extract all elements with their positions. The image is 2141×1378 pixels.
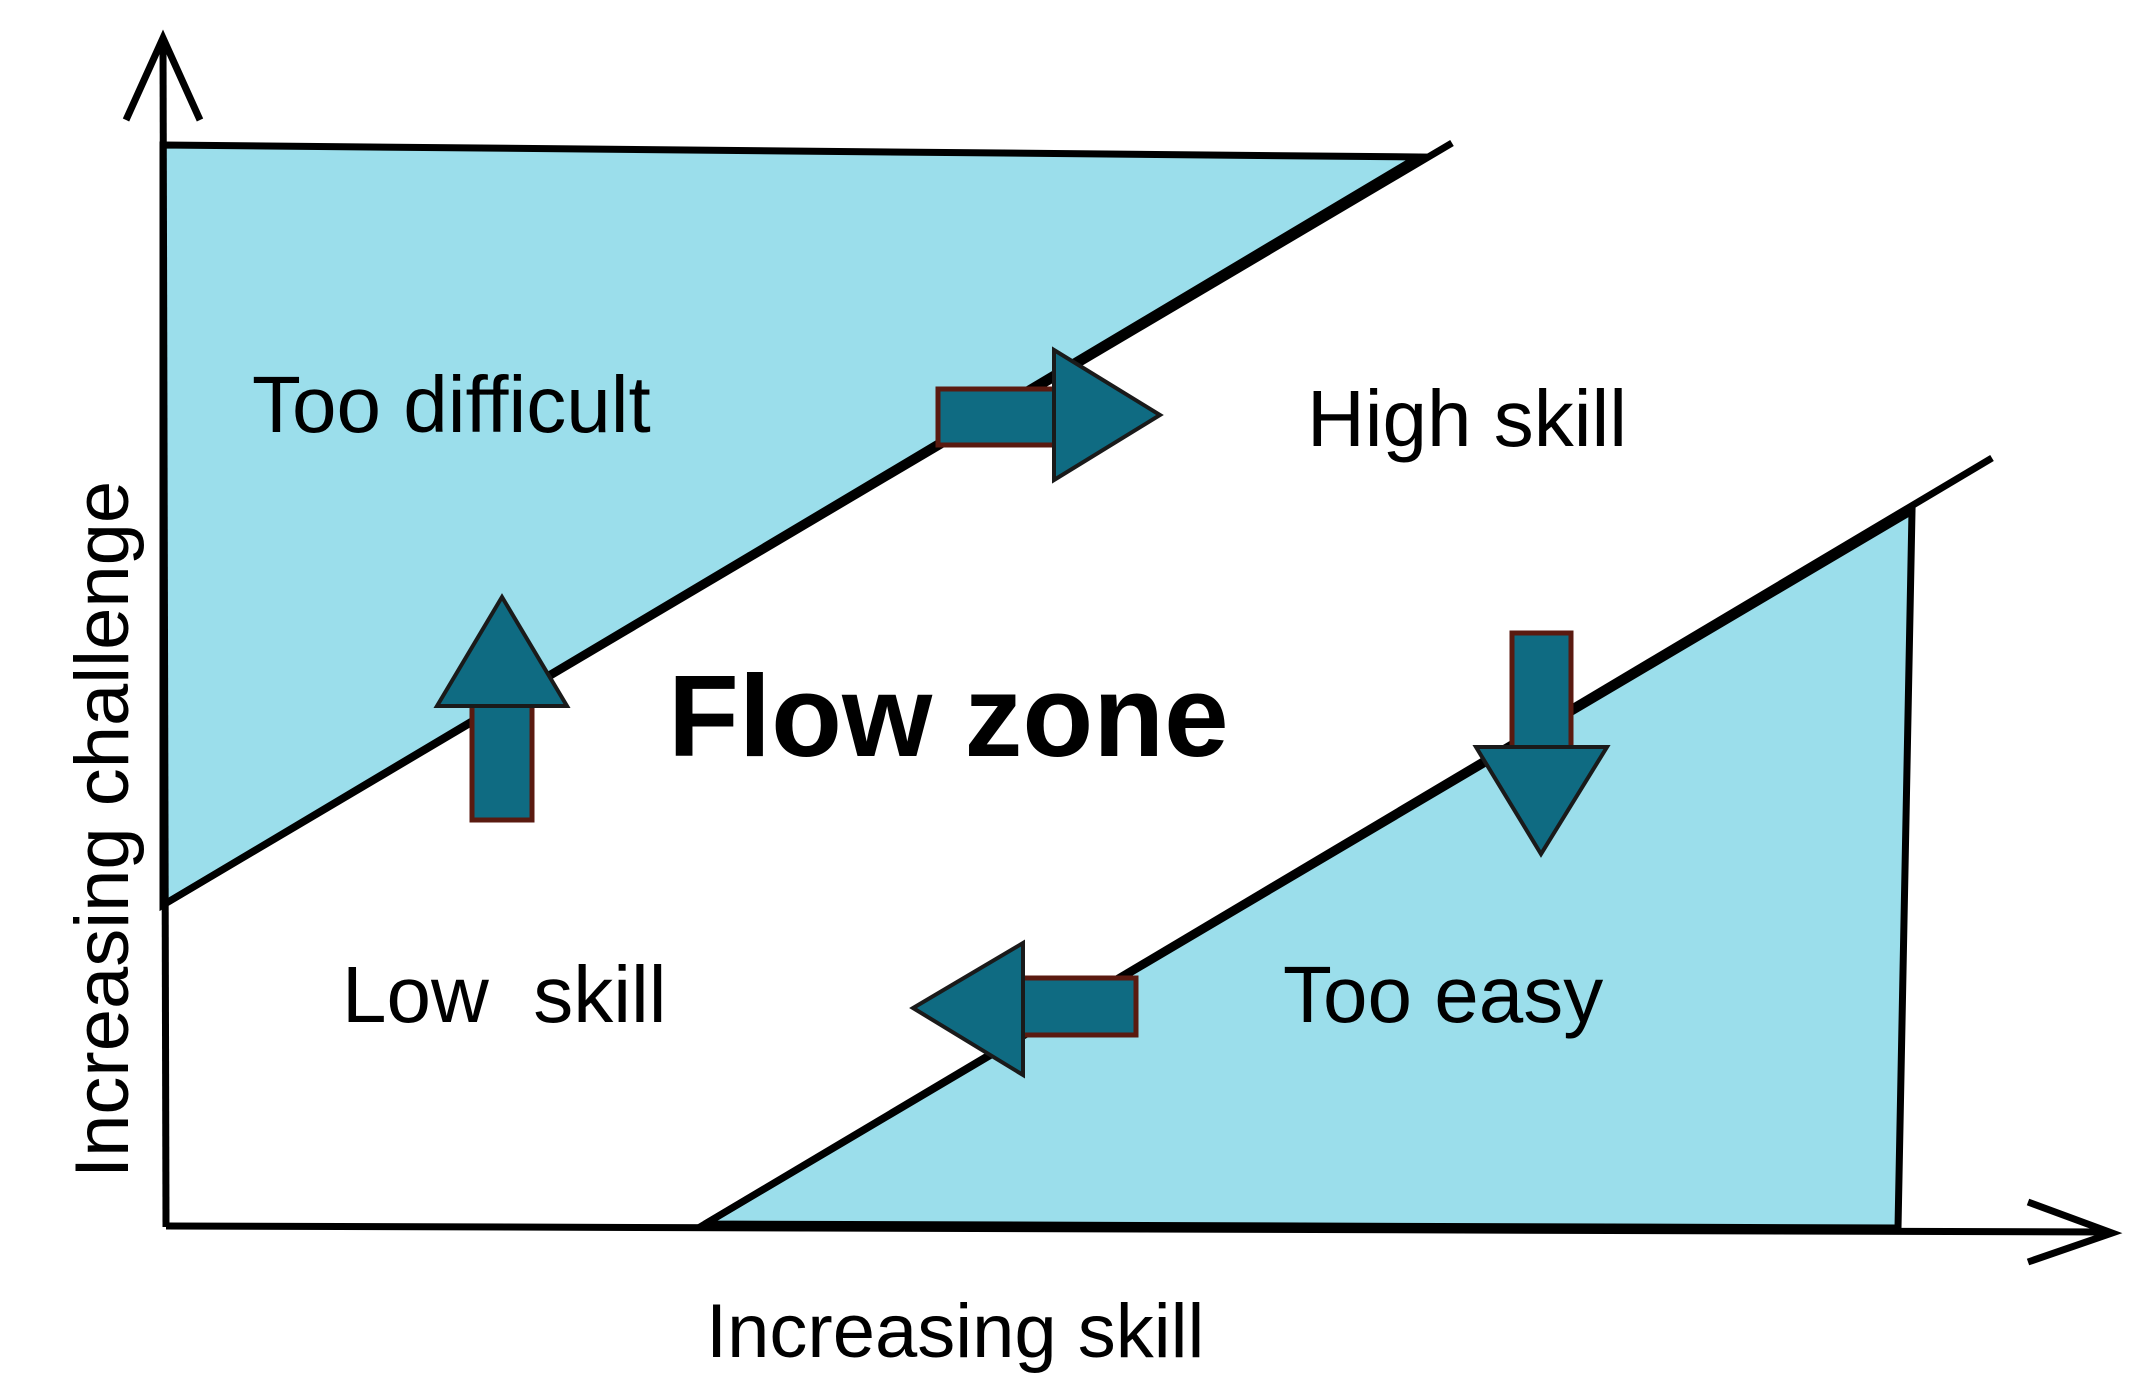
too-difficult-label: Too difficult: [252, 360, 651, 449]
too-easy-region: [692, 504, 1916, 1232]
flow-zone-label: Flow zone: [668, 651, 1229, 781]
x-axis-arrowhead: [2026, 1198, 2123, 1266]
arrow-right-icon: [935, 346, 1164, 484]
too-easy-label: Too easy: [1283, 950, 1603, 1039]
low-skill-label: Low skill: [342, 950, 667, 1039]
arrow-down-icon: [1472, 630, 1611, 858]
y-axis-label: Increasing challenge: [60, 481, 145, 1178]
upper-boundary-line: [161, 139, 1454, 909]
high-skill-label: High skill: [1307, 374, 1627, 463]
y-axis-line: [159, 39, 170, 1228]
y-axis-arrowhead: [122, 29, 204, 122]
arrow-left-icon: [909, 939, 1139, 1079]
arrow-up-icon: [433, 593, 571, 823]
x-axis-line: [165, 1222, 2109, 1236]
x-axis-label: Increasing skill: [706, 1289, 1204, 1374]
lower-boundary-line: [703, 454, 1994, 1228]
